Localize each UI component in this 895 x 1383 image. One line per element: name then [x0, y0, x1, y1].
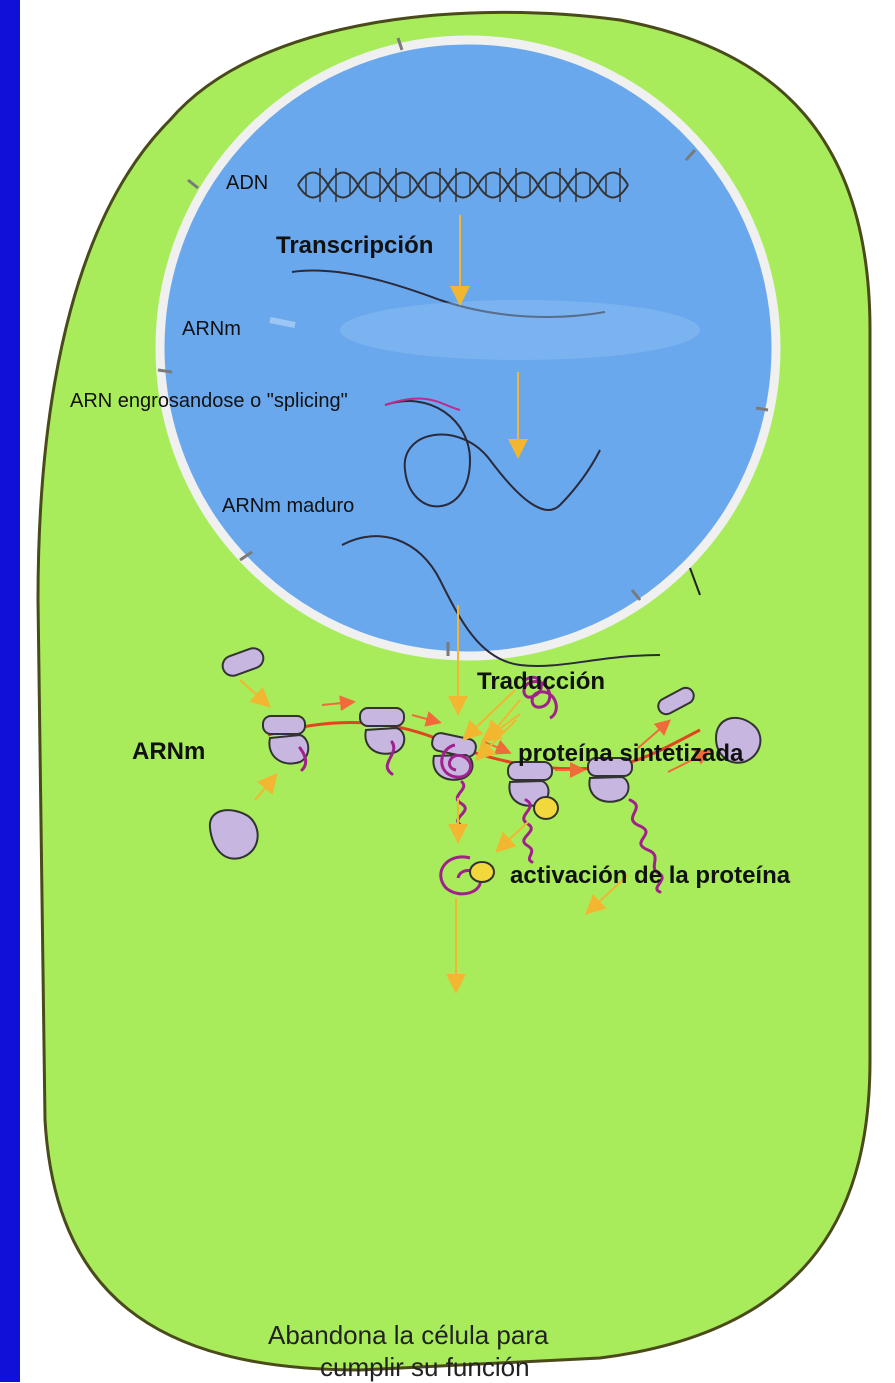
label-proteina-sintetizada: proteína sintetizada: [518, 740, 743, 768]
cofactor-free: [534, 797, 558, 819]
cofactor-bound: [470, 862, 494, 882]
label-arnm-maduro: ARNm maduro: [222, 495, 354, 518]
label-arnm-nucleus: ARNm: [182, 318, 241, 341]
label-traduccion: Traducción: [477, 668, 605, 696]
label-arnm-cytoplasm: ARNm: [132, 738, 205, 766]
label-activacion: activación de la proteína: [510, 862, 790, 890]
label-transcripcion: Transcripción: [276, 232, 433, 260]
label-adn: ADN: [226, 172, 268, 195]
label-abandona-line2: cumplir su función: [320, 1352, 530, 1383]
label-splicing: ARN engrosandose o "splicing": [70, 390, 348, 413]
label-abandona-line1: Abandona la célula para: [268, 1320, 548, 1351]
